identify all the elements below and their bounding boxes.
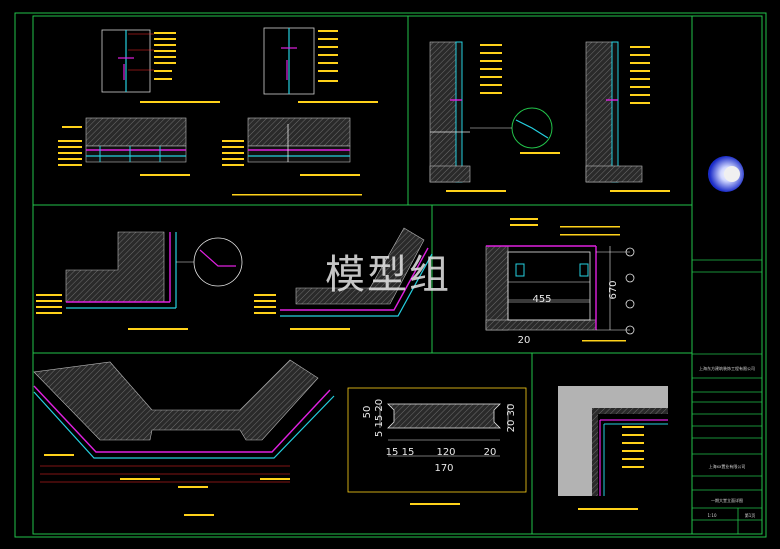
dim-height-right: 670: [608, 280, 619, 299]
dim-bottom-b: 120: [436, 447, 455, 458]
inner-frame: [32, 15, 763, 535]
sheet-title: 一期大堂立面详图: [711, 497, 743, 503]
panel-7-detail: [558, 386, 668, 510]
outer-frame: [14, 12, 767, 538]
title-block: 上海东方建筑装饰工程有限公司 上海xx置业有限公司 一期大堂立面详图 1:10 …: [692, 156, 762, 534]
dim-bottom-a: 15 15: [386, 447, 415, 458]
watermark: 模型组: [325, 252, 451, 298]
dim-left-stack: 50: [362, 406, 373, 419]
panel-5-detail: [33, 359, 335, 516]
client-name: 上海xx置业有限公司: [709, 463, 746, 469]
dim-bottom-c: 20: [484, 447, 497, 458]
panel-4-detail: 455 670 20: [485, 218, 635, 346]
panel-2-detail: [429, 41, 670, 192]
panel-6-detail: 50 5 15 20 20 30 15 15 120 20 170: [347, 387, 527, 505]
panel-1-detail: [58, 27, 378, 196]
scale-value: 1:10: [708, 513, 717, 518]
dim-right-stack: 20 30: [506, 404, 517, 433]
dim-width-top: 455: [532, 294, 551, 305]
dim-bottom-total: 170: [434, 463, 453, 474]
dim-left-stack-b: 5 15 20: [374, 399, 385, 437]
panel-3-detail: [36, 227, 433, 330]
company-name: 上海东方建筑装饰工程有限公司: [699, 365, 755, 371]
sheet-number: 第1页: [745, 512, 756, 518]
dim-bottom: 20: [518, 335, 531, 346]
